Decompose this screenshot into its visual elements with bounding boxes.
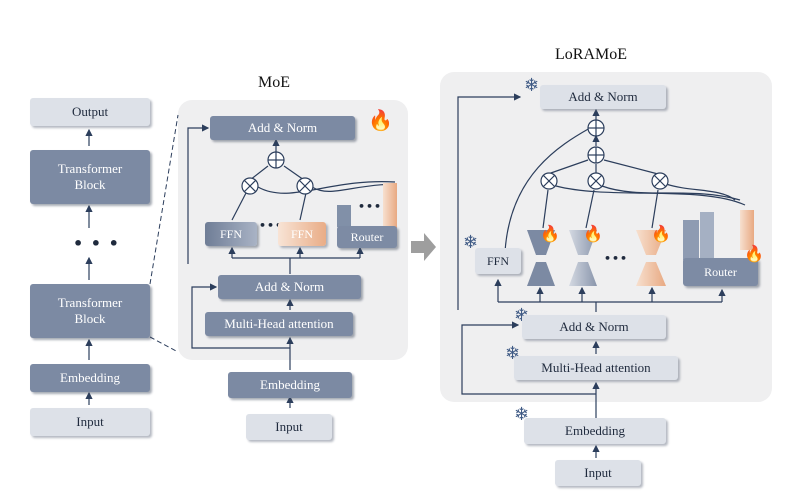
moe-input: Input (246, 414, 332, 440)
loramoe-router: Router (683, 258, 758, 286)
fire-icon: 🔥 (540, 226, 560, 243)
transformer-block-bottom: Transformer Block (30, 284, 150, 338)
moe-ffn-2: FFN (278, 222, 326, 246)
moe-expert-dots: ••• (259, 219, 284, 232)
fire-icon: 🔥 (368, 110, 393, 132)
fire-icon: 🔥 (583, 226, 603, 243)
loramoe-input: Input (555, 460, 641, 486)
lora-expert-2 (569, 230, 597, 286)
moe-router: Router (337, 226, 397, 248)
loramoe-panel (440, 72, 772, 402)
loramoe-ffn: FFN (475, 248, 521, 274)
moe-add-norm-top: Add & Norm (210, 116, 355, 140)
loramoe-embedding: Embedding (524, 418, 666, 444)
moe-title: MoE (258, 74, 290, 91)
fire-icon: 🔥 (651, 226, 671, 243)
ellipsis: • • • (73, 234, 120, 253)
snowflake-icon: ❄ (524, 75, 540, 95)
embedding-box: Embedding (30, 364, 150, 392)
lora-expert-1 (527, 230, 555, 286)
output-box: Output (30, 98, 150, 126)
transition-arrow-icon (411, 233, 436, 261)
input-box: Input (30, 408, 150, 436)
loramoe-title: LoRAMoE (555, 46, 627, 63)
lora-expert-3 (636, 230, 666, 286)
moe-ffn-1: FFN (205, 222, 257, 246)
moe-add-norm-mid: Add & Norm (218, 275, 361, 299)
snowflake-icon: ❄ (463, 232, 479, 252)
moe-router-dots: ••• (358, 200, 383, 213)
loramoe-add-norm-mid: Add & Norm (522, 315, 666, 339)
moe-attention: Multi-Head attention (205, 312, 353, 336)
transformer-block-top: Transformer Block (30, 150, 150, 204)
loramoe-expert-dots: ••• (604, 252, 629, 265)
fire-icon: 🔥 (744, 246, 764, 263)
loramoe-add-norm-top: Add & Norm (540, 85, 666, 109)
moe-embedding: Embedding (228, 372, 352, 398)
loramoe-attention: Multi-Head attention (514, 356, 678, 380)
